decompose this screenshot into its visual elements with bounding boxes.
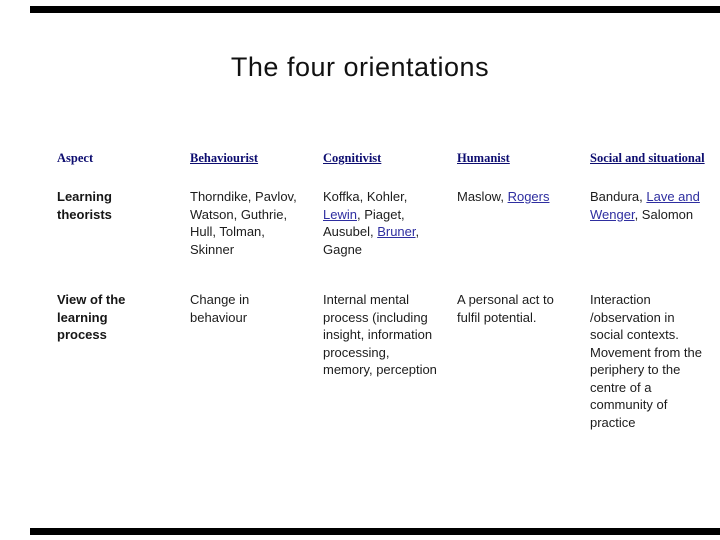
row-label: View of the learning process	[57, 291, 190, 431]
link-lave-and-wenger[interactable]: Lave and Wenger	[590, 189, 700, 222]
page-title: The four orientations	[230, 52, 490, 82]
table-cell-text: Interaction /observation in social conte…	[590, 291, 705, 431]
cell-text-segment: Maslow,	[457, 189, 508, 204]
table-cell: Koffka, Kohler, Lewin, Piaget, Ausubel, …	[323, 188, 457, 258]
link-rogers[interactable]: Rogers	[507, 189, 550, 204]
cell-text-segment: Internal mental process (including insig…	[323, 292, 437, 377]
link-bruner[interactable]: Bruner	[377, 224, 416, 239]
table-cell-text: Koffka, Kohler, Lewin, Piaget, Ausubel, …	[323, 188, 441, 258]
table-row-view-of-learning-process: View of the learning process Change in be…	[57, 291, 720, 431]
column-header-social-and-situational[interactable]: Social and situational	[590, 151, 705, 165]
cell-text-segment: Change in behaviour	[190, 292, 250, 325]
row-label-text: View of the learning process	[57, 292, 126, 342]
cell-text-segment: Bandura,	[590, 189, 647, 204]
table-cell-text: Thorndike, Pavlov, Watson, Guthrie, Hull…	[190, 188, 308, 258]
table-header-row: Aspect Behaviourist Cognitivist Humanist Soc…	[57, 151, 720, 166]
table-cell: Bandura, Lave and Wenger, Salomon	[590, 188, 720, 258]
table-cell: Internal mental process (including insig…	[323, 291, 457, 431]
table-cell-text: Change in behaviour	[190, 291, 308, 326]
cell-text-segment: , Piaget, Ausubel,	[323, 206, 405, 240]
column-header-cognitivist[interactable]: Cognitivist	[323, 151, 382, 165]
cell-text-segment: Koffka, Kohler,	[323, 189, 408, 204]
link-lewin[interactable]: Lewin	[323, 206, 357, 222]
table-cell: Interaction /observation in social conte…	[590, 291, 720, 431]
row-label-text: Learning theorists	[57, 189, 112, 222]
cell-text-segment: A personal act to fulfil potential.	[457, 292, 554, 325]
table-cell-text: Bandura, Lave and Wenger, Salomon	[590, 188, 705, 223]
table-cell: A personal act to fulfil potential.	[457, 291, 590, 431]
table-cell: Thorndike, Pavlov, Watson, Guthrie, Hull…	[190, 188, 323, 258]
column-header-aspect: Aspect	[57, 151, 94, 165]
table-cell-text: Maslow, Rogers	[457, 188, 575, 206]
table-row-learning-theorists: Learning theorists Thorndike, Pavlov, Wat…	[57, 188, 720, 258]
cell-text-segment: Thorndike, Pavlov, Watson, Guthrie, Hull…	[190, 189, 297, 257]
column-header-behaviourist[interactable]: Behaviourist	[190, 151, 259, 165]
cell-text-segment: , Salomon	[634, 206, 694, 222]
table-cell: Change in behaviour	[190, 291, 323, 431]
cell-text-segment: , Gagne	[323, 224, 420, 257]
table-cell-text: A personal act to fulfil potential.	[457, 291, 575, 326]
table-cell-text: Internal mental process (including insig…	[323, 291, 441, 379]
table-cell: Maslow, Rogers	[457, 188, 590, 258]
cell-text-segment: Interaction /observation in social conte…	[590, 292, 702, 430]
column-header-humanist[interactable]: Humanist	[457, 151, 510, 165]
row-label: Learning theorists	[57, 188, 190, 258]
bottom-border-bar	[30, 528, 720, 535]
top-border-bar	[30, 6, 720, 13]
